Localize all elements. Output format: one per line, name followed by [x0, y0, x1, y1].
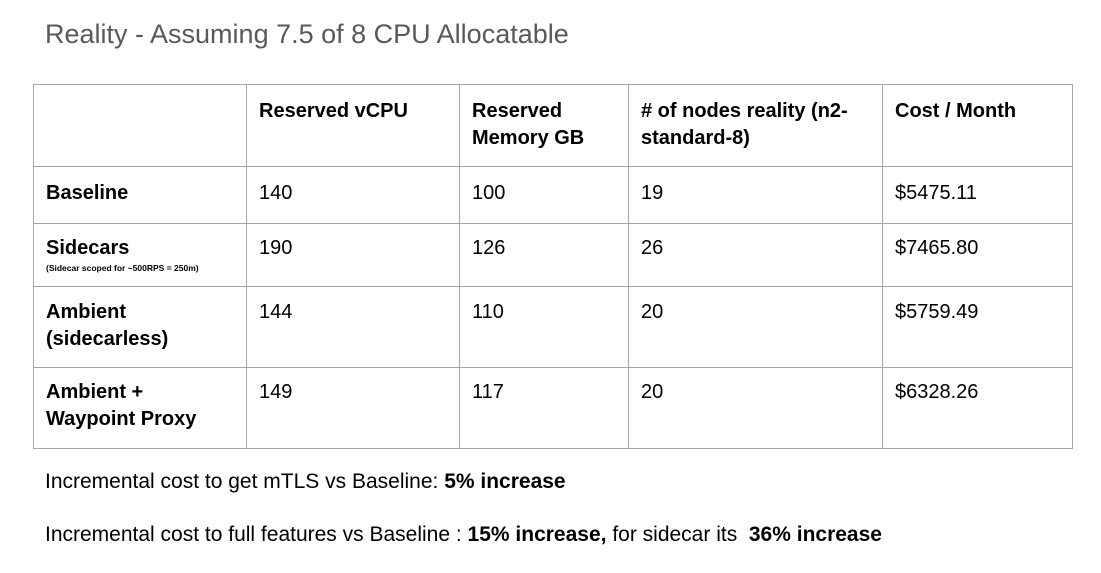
summary-highlight: 15% increase, — [467, 523, 607, 546]
header-reserved-vcpu: Reserved vCPU — [246, 84, 460, 167]
table-row: Ambient + Waypoint Proxy 149 117 20 $632… — [33, 367, 1073, 449]
nodes-cell: 26 — [628, 223, 883, 287]
table-row: Baseline 140 100 19 $5475.11 — [33, 166, 1073, 224]
row-note: (Sidecar scoped for ~500RPS = 250m) — [46, 263, 199, 273]
row-label-cell: Sidecars (Sidecar scoped for ~500RPS = 2… — [33, 223, 247, 287]
header-cost-month: Cost / Month — [882, 84, 1073, 167]
memory-cell: 126 — [459, 223, 629, 287]
table-row: Ambient (sidecarless) 144 110 20 $5759.4… — [33, 286, 1073, 368]
summary-text: Incremental cost to full features vs Bas… — [45, 523, 468, 546]
cost-cell: $5475.11 — [882, 166, 1073, 224]
row-label-cell: Ambient (sidecarless) — [33, 286, 247, 368]
summary-highlight: 5% increase — [444, 470, 566, 493]
header-nodes-reality: # of nodes reality (n2-standard-8) — [628, 84, 883, 167]
mtls-cost-summary: Incremental cost to get mTLS vs Baseline… — [45, 470, 566, 494]
summary-text: Incremental cost to get mTLS vs Baseline… — [45, 470, 445, 493]
header-reserved-memory: Reserved Memory GB — [459, 84, 629, 167]
cost-cell: $6328.26 — [882, 367, 1073, 449]
memory-cell: 100 — [459, 166, 629, 224]
cost-cell: $7465.80 — [882, 223, 1073, 287]
full-features-cost-summary: Incremental cost to full features vs Bas… — [45, 523, 882, 547]
row-label-cell: Ambient + Waypoint Proxy — [33, 367, 247, 449]
memory-cell: 110 — [459, 286, 629, 368]
nodes-cell: 20 — [628, 367, 883, 449]
table-row: Sidecars (Sidecar scoped for ~500RPS = 2… — [33, 223, 1073, 287]
summary-text: for sidecar its — [606, 523, 749, 546]
cost-cell: $5759.49 — [882, 286, 1073, 368]
vcpu-cell: 140 — [246, 166, 460, 224]
table-header-row: Reserved vCPU Reserved Memory GB # of no… — [33, 84, 1073, 167]
memory-cell: 117 — [459, 367, 629, 449]
header-cell-empty — [33, 84, 247, 167]
summary-highlight: 36% increase — [748, 523, 882, 546]
vcpu-cell: 190 — [246, 223, 460, 287]
cost-comparison-table: Reserved vCPU Reserved Memory GB # of no… — [33, 84, 1073, 449]
row-label-cell: Baseline — [33, 166, 247, 224]
vcpu-cell: 144 — [246, 286, 460, 368]
nodes-cell: 19 — [628, 166, 883, 224]
vcpu-cell: 149 — [246, 367, 460, 449]
row-label: Sidecars — [46, 237, 130, 259]
nodes-cell: 20 — [628, 286, 883, 368]
page-title: Reality - Assuming 7.5 of 8 CPU Allocata… — [45, 19, 569, 49]
row-label: Ambient + Waypoint Proxy — [46, 381, 197, 430]
row-label: Ambient (sidecarless) — [46, 301, 169, 350]
row-label: Baseline — [46, 182, 129, 204]
